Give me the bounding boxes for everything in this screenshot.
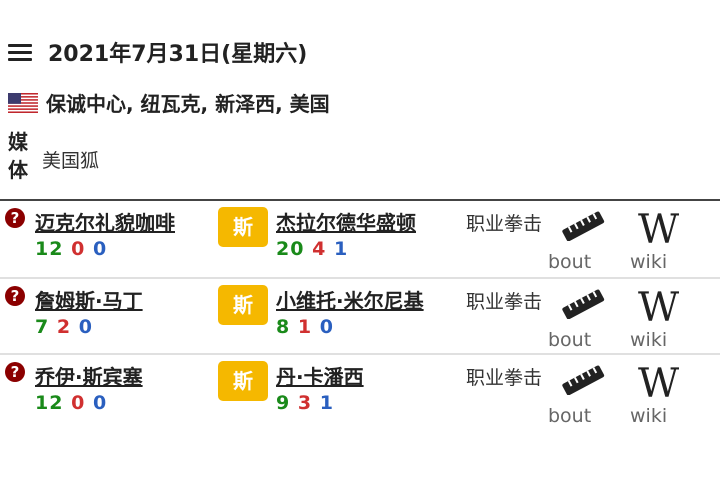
method-badge: 斯 [218, 361, 268, 401]
bout-link[interactable]: bout [546, 207, 608, 273]
method-badge: 斯 [218, 207, 268, 247]
record-draws: 0 [92, 392, 108, 414]
wiki-label: wiki [630, 405, 668, 427]
record-draws: 0 [92, 238, 108, 260]
wikipedia-icon: W [638, 361, 680, 407]
sport-label: 职业拳击 [466, 213, 543, 235]
wiki-link[interactable]: W wiki [626, 361, 696, 427]
record-losses: 4 [312, 238, 327, 260]
ruler-icon [562, 365, 605, 395]
fighter-a-record: 12 0 0 [35, 392, 107, 414]
wikipedia-icon: W [638, 285, 680, 331]
row-divider [0, 277, 720, 279]
ruler-icon [562, 289, 605, 319]
bout-link[interactable]: bout [546, 361, 608, 427]
help-icon[interactable]: ? [5, 362, 25, 382]
bout-row: ? 乔伊·斯宾塞 12 0 0 斯 丹·卡潘西 9 3 1 职业拳击 bout … [0, 355, 720, 431]
record-losses: 2 [56, 316, 72, 338]
bout-row: ? 詹姆斯·马丁 7 2 0 斯 小维托·米尔尼基 8 1 0 职业拳击 bou… [0, 279, 720, 355]
sport-label: 职业拳击 [466, 291, 543, 313]
fighter-b-record: 20 4 1 [276, 238, 348, 260]
bout-link[interactable]: bout [546, 285, 608, 351]
wiki-link[interactable]: W wiki [626, 207, 696, 273]
bout-row: ? 迈克尔礼貌咖啡 12 0 0 斯 杰拉尔德华盛顿 20 4 1 职业拳击 b… [0, 201, 720, 277]
sport-label: 职业拳击 [466, 367, 543, 389]
record-losses: 3 [297, 392, 313, 414]
fighter-a-link[interactable]: 詹姆斯·马丁 [35, 289, 143, 313]
venue: 保诚中心, 纽瓦克, 新泽西, 美国 [8, 88, 330, 117]
event-date: 2021年7月31日(星期六) [48, 42, 308, 67]
fighter-a-link[interactable]: 迈克尔礼貌咖啡 [35, 211, 175, 235]
bout-label: bout [548, 329, 592, 351]
help-icon[interactable]: ? [5, 208, 25, 228]
media-value: 美国狐 [42, 150, 100, 172]
record-draws: 0 [319, 316, 334, 338]
record-losses: 0 [71, 392, 86, 414]
ruler-icon [562, 211, 605, 241]
record-wins: 9 [276, 392, 291, 414]
fighter-a-record: 12 0 0 [35, 238, 107, 260]
record-wins: 7 [35, 316, 50, 338]
header: 2021年7月31日(星期六) [8, 30, 307, 74]
fighter-b-link[interactable]: 杰拉尔德华盛顿 [276, 211, 416, 235]
us-flag-icon [8, 92, 38, 113]
fighter-b-link[interactable]: 丹·卡潘西 [276, 365, 364, 389]
record-losses: 1 [297, 316, 313, 338]
menu-icon[interactable] [8, 42, 32, 62]
record-draws: 1 [333, 238, 349, 260]
record-wins: 8 [276, 316, 291, 338]
wiki-label: wiki [630, 329, 668, 351]
fighter-a-link[interactable]: 乔伊·斯宾塞 [35, 365, 143, 389]
fighter-b-record: 9 3 1 [276, 392, 334, 414]
section-divider [0, 199, 720, 201]
record-wins: 12 [35, 392, 64, 414]
fighter-a-record: 7 2 0 [35, 316, 93, 338]
record-draws: 1 [319, 392, 334, 414]
method-badge: 斯 [218, 285, 268, 325]
wiki-link[interactable]: W wiki [626, 285, 696, 351]
row-divider [0, 353, 720, 355]
record-draws: 0 [78, 316, 93, 338]
venue-text: 保诚中心, 纽瓦克, 新泽西, 美国 [46, 92, 330, 116]
record-losses: 0 [71, 238, 86, 260]
help-icon[interactable]: ? [5, 286, 25, 306]
media-label: 媒体 [8, 130, 28, 182]
wikipedia-icon: W [638, 207, 680, 253]
bout-label: bout [548, 405, 592, 427]
record-wins: 20 [276, 238, 305, 260]
bout-label: bout [548, 251, 592, 273]
fighter-b-link[interactable]: 小维托·米尔尼基 [276, 289, 424, 313]
record-wins: 12 [35, 238, 64, 260]
fighter-b-record: 8 1 0 [276, 316, 334, 338]
wiki-label: wiki [630, 251, 668, 273]
